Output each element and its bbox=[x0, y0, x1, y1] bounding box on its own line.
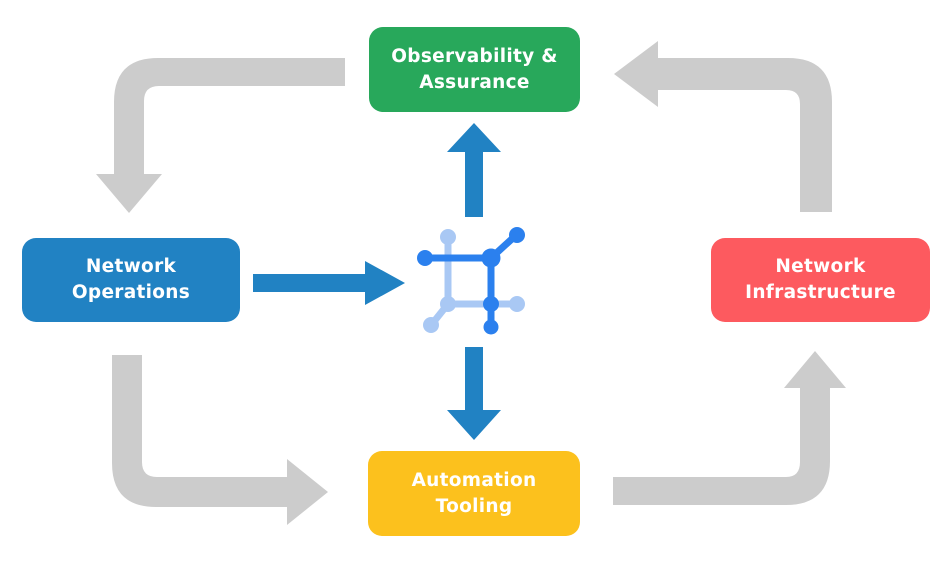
node-label-line: Observability & bbox=[391, 45, 558, 67]
icon-node bbox=[440, 296, 456, 312]
node-label-line: Infrastructure bbox=[745, 282, 896, 303]
node-observability-assurance: Observability & Assurance bbox=[369, 27, 580, 112]
icon-node bbox=[423, 317, 439, 333]
node-network-operations: Network Operations bbox=[22, 238, 240, 322]
arrow-observability-to-operations bbox=[96, 58, 345, 213]
arrow-automation-to-infrastructure bbox=[613, 351, 846, 505]
node-label-line: Network bbox=[85, 256, 177, 277]
network-automation-icon bbox=[417, 227, 525, 335]
node-label-line: Automation bbox=[411, 469, 537, 491]
icon-node bbox=[481, 248, 501, 268]
arrow-center-to-automation bbox=[447, 347, 501, 440]
arrow-operations-to-automation bbox=[112, 355, 328, 525]
arrow-center-to-observability bbox=[447, 123, 501, 217]
arrow-infrastructure-to-observability bbox=[614, 41, 832, 212]
node-label-line: Network bbox=[775, 256, 866, 277]
icon-node bbox=[483, 296, 499, 312]
icon-node bbox=[440, 229, 456, 245]
node-network-infrastructure: Network Infrastructure bbox=[711, 238, 930, 322]
icon-node bbox=[509, 227, 525, 243]
icon-node bbox=[417, 250, 433, 266]
node-label-line: Assurance bbox=[419, 71, 530, 93]
node-label-line: Tooling bbox=[435, 495, 513, 517]
node-label-line: Operations bbox=[71, 282, 191, 303]
icon-light-frame bbox=[444, 234, 495, 308]
node-automation-tooling: Automation Tooling bbox=[368, 451, 580, 536]
icon-node bbox=[483, 319, 499, 335]
icon-node bbox=[509, 296, 525, 312]
arrow-operations-to-center bbox=[253, 261, 405, 305]
